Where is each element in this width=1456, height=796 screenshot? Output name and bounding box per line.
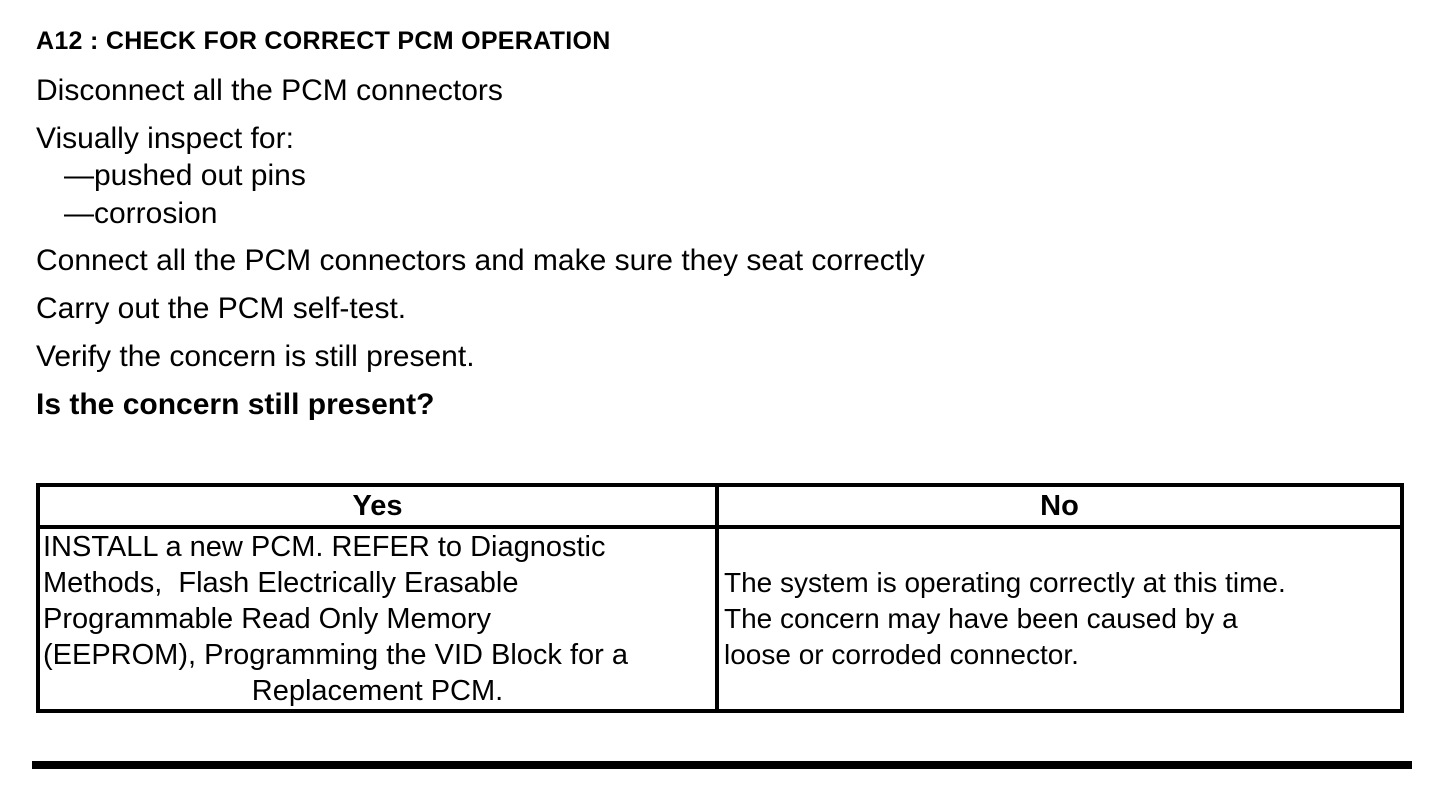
procedure-step-connect: Connect all the PCM connectors and make … [36, 244, 925, 277]
yes-action-line: Replacement PCM. [251, 675, 504, 707]
procedure-question: Is the concern still present? [36, 388, 435, 421]
yes-column-header: Yes [36, 483, 719, 529]
yes-action-text: INSTALL a new PCM. REFER to Diagnostic M… [42, 531, 713, 707]
procedure-step-verify: Verify the concern is still present. [36, 340, 475, 373]
no-action-cell: The system is operating correctly at thi… [715, 525, 1404, 713]
yes-action-line: (EEPROM), Programming the VID Block for … [43, 639, 628, 671]
inspect-list: —pushed out pins —corrosion [36, 157, 1426, 233]
yes-action-line: Methods, Flash Electrically Erasable [43, 567, 519, 599]
results-table-header-row: Yes No [36, 483, 1404, 529]
horizontal-rule [32, 761, 1412, 769]
no-action-line: The system is operating correctly at thi… [724, 567, 1286, 598]
inspect-item-pushed-out-pins: —pushed out pins [64, 159, 306, 192]
no-action-line: The concern may have been caused by a [724, 603, 1238, 634]
no-column-header: No [715, 483, 1404, 529]
procedure-step-self-test: Carry out the PCM self-test. [36, 292, 407, 325]
no-action-text: The system is operating correctly at thi… [721, 565, 1398, 673]
procedure-content: A12 : CHECK FOR CORRECT PCM OPERATION Di… [36, 26, 1426, 423]
procedure-title: A12 : CHECK FOR CORRECT PCM OPERATION [36, 27, 611, 55]
procedure-step-inspect: Visually inspect for: [36, 122, 294, 155]
yes-action-line: INSTALL a new PCM. REFER to Diagnostic [43, 531, 606, 563]
no-action-line: loose or corroded connector. [724, 639, 1079, 670]
procedure-step-disconnect: Disconnect all the PCM connectors [36, 74, 503, 107]
results-table-body-row: INSTALL a new PCM. REFER to Diagnostic M… [36, 525, 1404, 713]
yes-action-line: Programmable Read Only Memory [43, 603, 492, 635]
results-table: Yes No INSTALL a new PCM. REFER to Diagn… [36, 483, 1404, 713]
yes-action-cell: INSTALL a new PCM. REFER to Diagnostic M… [36, 525, 719, 713]
inspect-item-corrosion: —corrosion [64, 197, 218, 230]
